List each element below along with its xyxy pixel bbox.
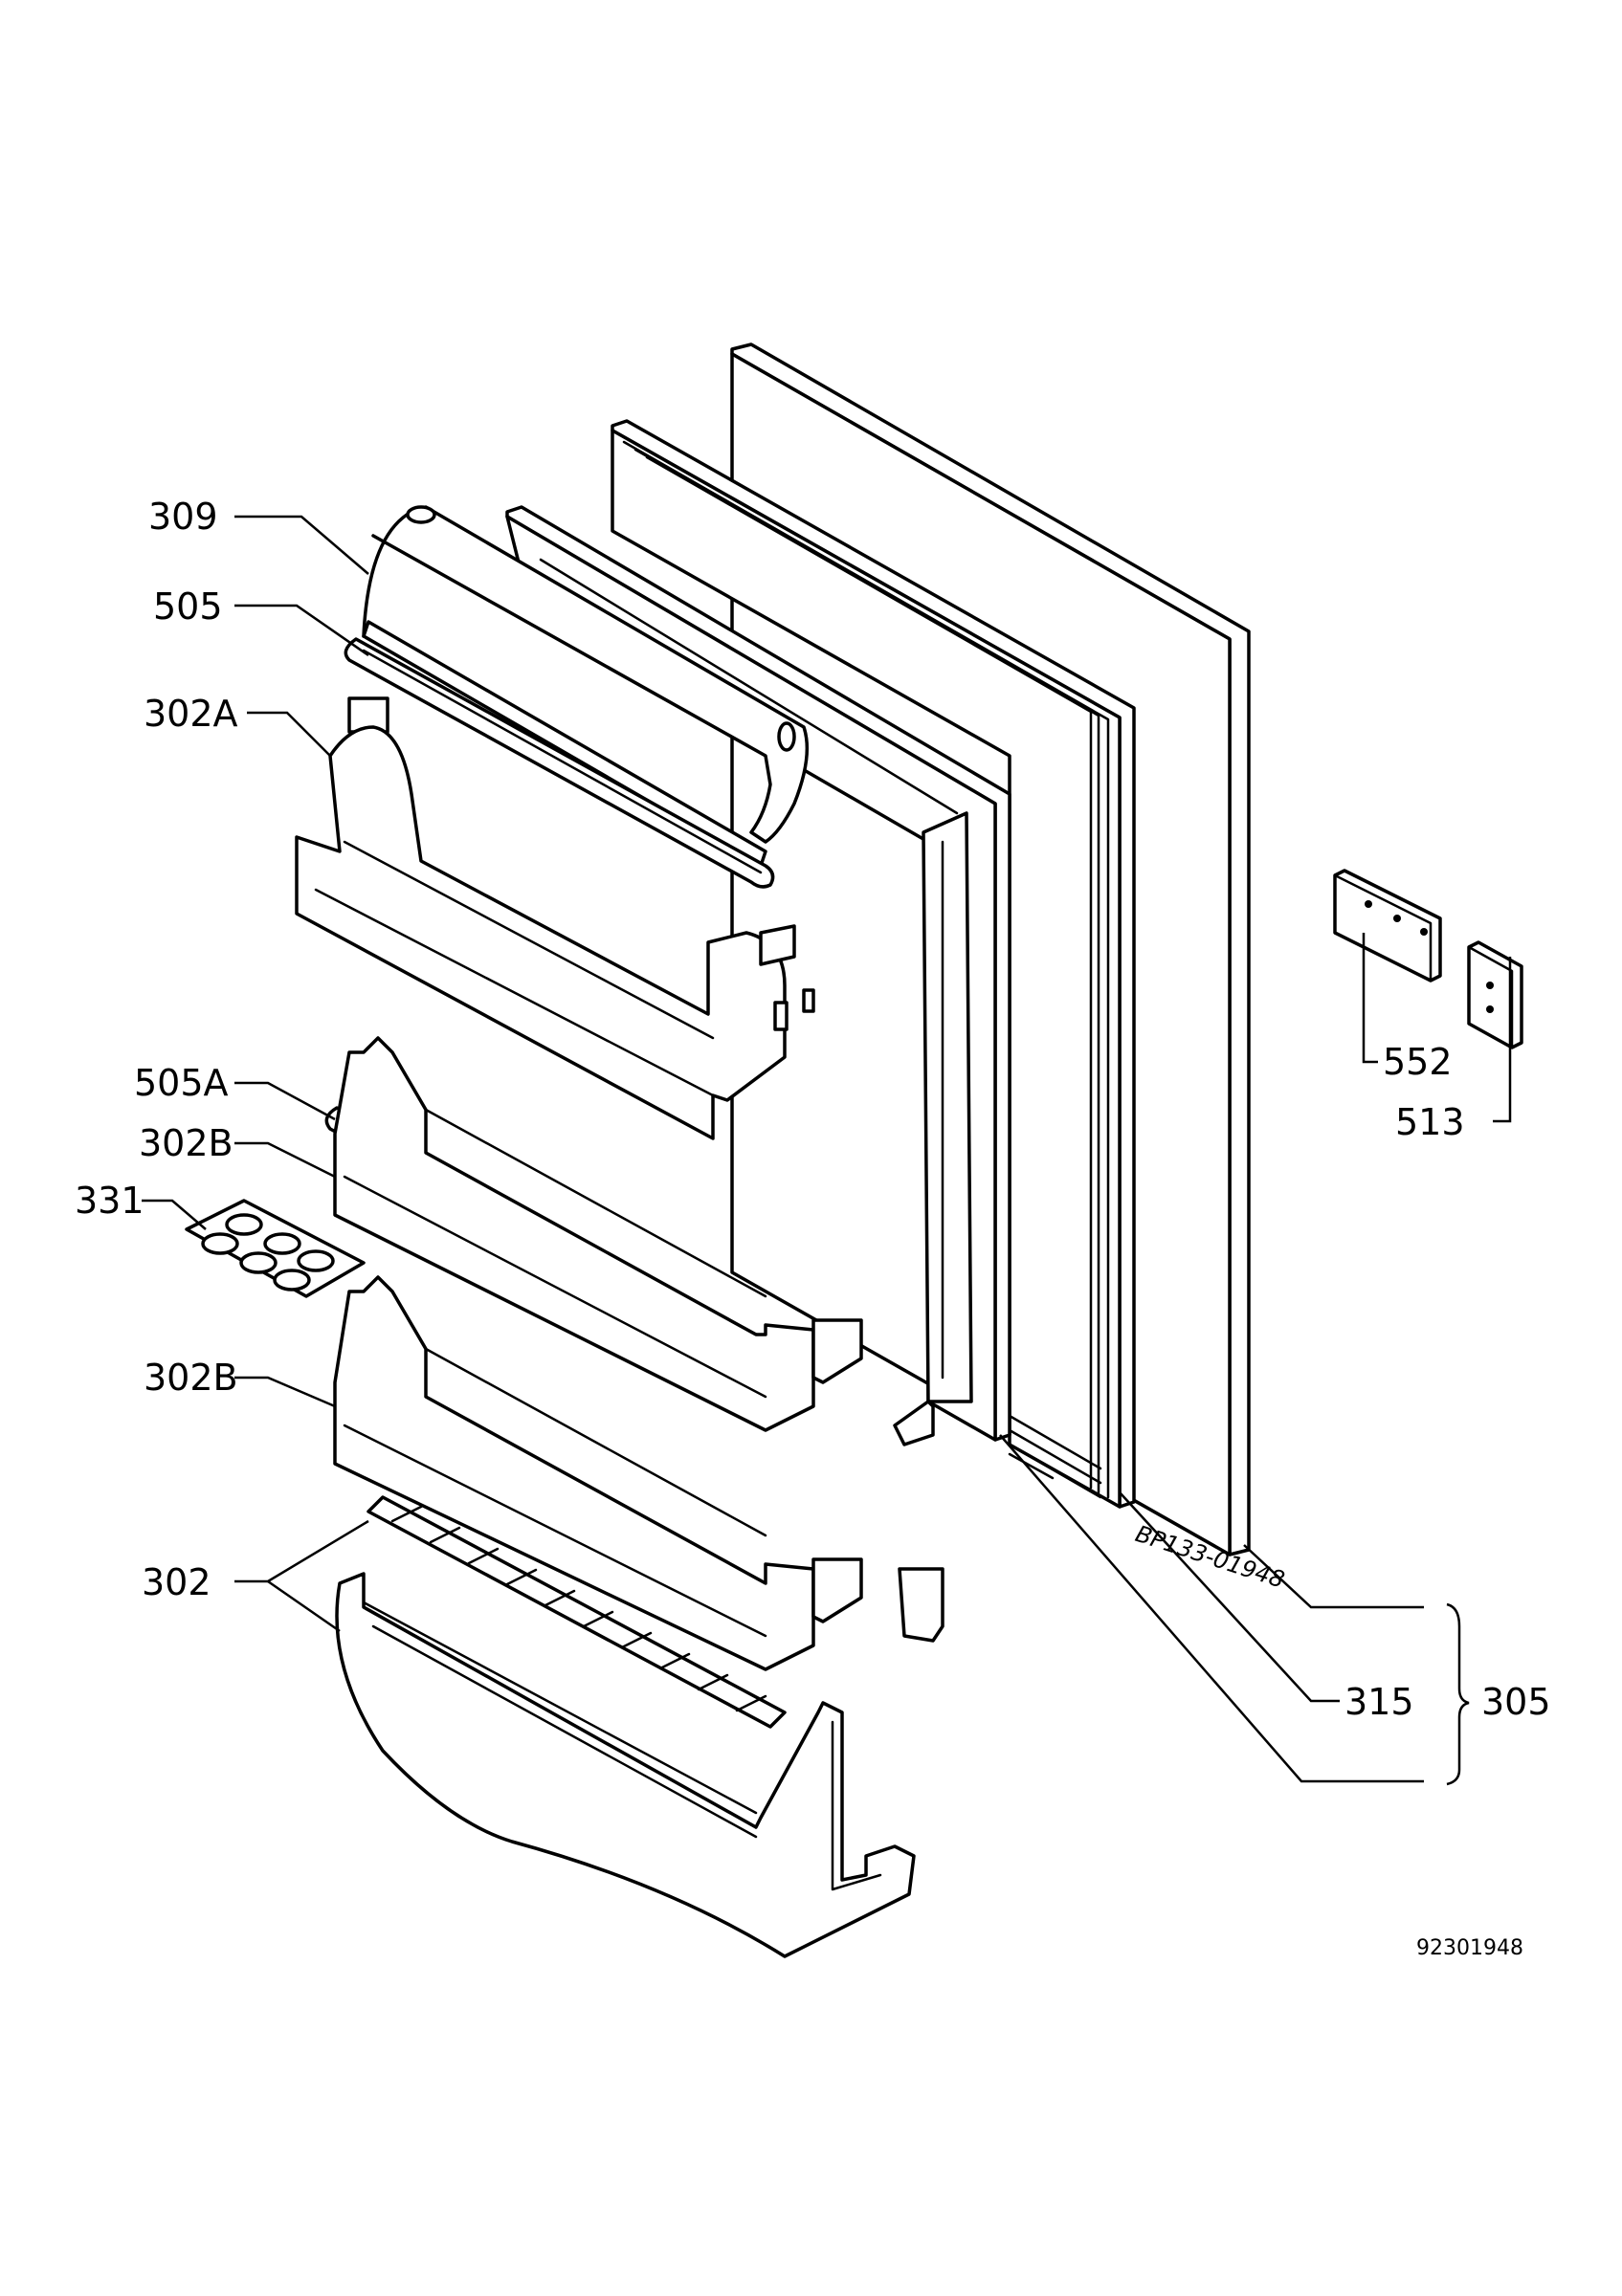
hinge-bracket-513 (1467, 940, 1523, 1049)
callout-302a: 302A (144, 693, 238, 735)
bottle-shelf-302 (335, 1495, 916, 1958)
hinge-plate-552 (1333, 869, 1442, 982)
callout-331: 331 (75, 1180, 144, 1222)
callout-305: 305 (1481, 1681, 1551, 1723)
shelf-302a (295, 696, 815, 1140)
callout-302: 302 (142, 1561, 211, 1603)
shelf-302b-lower (333, 1275, 863, 1671)
egg-tray-331 (185, 1199, 366, 1298)
callout-302b-upper: 302B (139, 1122, 233, 1164)
callout-505a: 505A (134, 1062, 229, 1104)
drawing-number: 92301948 (1416, 1936, 1523, 1960)
callout-513: 513 (1395, 1101, 1465, 1143)
callout-302b-lower: 302B (144, 1357, 238, 1399)
shelf-302b-upper (333, 1036, 863, 1432)
callout-315: 315 (1344, 1681, 1414, 1723)
rail-505 (344, 637, 775, 889)
callout-552: 552 (1383, 1041, 1453, 1083)
callout-309: 309 (148, 496, 218, 538)
callout-505: 505 (153, 585, 223, 628)
leader-lines (142, 515, 1512, 1786)
